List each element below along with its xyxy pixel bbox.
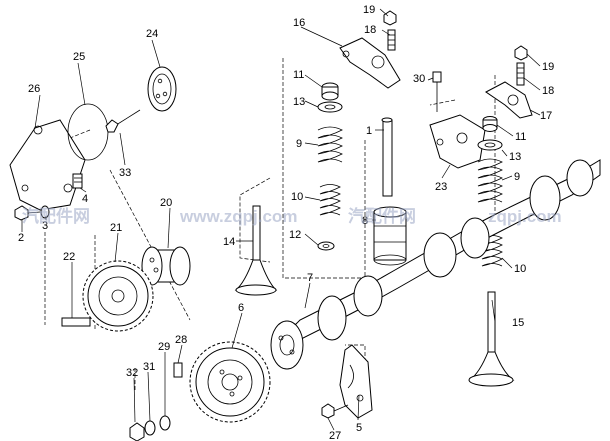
callout-7: 7 <box>307 272 313 284</box>
callout-8: 8 <box>362 215 368 227</box>
callout-3: 3 <box>42 220 48 232</box>
callout-10a: 10 <box>291 191 303 203</box>
part-nut-19a <box>383 10 397 26</box>
callout-14: 14 <box>223 236 235 248</box>
part-adjust-screw-18b <box>516 62 525 86</box>
callout-21: 21 <box>110 222 122 234</box>
callout-30: 30 <box>413 73 425 85</box>
callout-13b: 13 <box>509 151 521 163</box>
callout-9b: 9 <box>514 171 520 183</box>
part-push-rod <box>381 117 393 197</box>
callout-11a: 11 <box>293 69 304 81</box>
callout-17: 17 <box>540 110 552 122</box>
part-intake-valve <box>234 205 278 296</box>
part-bracket-plate <box>9 119 86 211</box>
part-adjust-screw-18a <box>387 29 396 51</box>
part-dowel-28 <box>173 362 183 378</box>
callout-22: 22 <box>63 251 75 263</box>
watermark-right-cn: 汽配件网 <box>348 206 416 226</box>
part-bolt-30 <box>432 71 442 112</box>
leader-lines <box>21 8 541 431</box>
part-exhaust-valve <box>468 291 515 387</box>
part-spring-seat-12 <box>317 241 335 251</box>
callout-25: 25 <box>73 51 85 63</box>
watermark-right-url: zqpj.com <box>488 207 562 226</box>
callout-11b: 11 <box>515 131 526 143</box>
part-thrust-plate <box>339 344 373 419</box>
watermark-center: www.zqpj.com <box>179 207 297 226</box>
part-rocker-support <box>429 114 486 169</box>
callout-10b: 10 <box>514 263 526 275</box>
callout-4: 4 <box>82 193 88 205</box>
part-nut-19b <box>514 45 528 61</box>
callout-26: 26 <box>28 83 40 95</box>
part-bolt-32 <box>129 422 145 441</box>
callout-20: 20 <box>160 197 172 209</box>
watermark-left: 汽配件网 <box>22 206 90 226</box>
callout-24: 24 <box>146 28 158 40</box>
part-washer-31 <box>144 420 156 436</box>
callout-28: 28 <box>175 334 187 346</box>
part-valve-spring-9a <box>317 126 343 163</box>
part-cover-plate <box>147 66 177 112</box>
part-idler-gear <box>82 260 154 332</box>
part-washer-29 <box>159 415 171 431</box>
part-valve-spring-10a <box>319 184 341 216</box>
callout-23: 23 <box>435 181 447 193</box>
callout-labels: 26 25 24 33 2 3 4 20 21 22 6 28 29 31 32… <box>18 4 554 441</box>
callout-29: 29 <box>158 341 170 353</box>
callout-27: 27 <box>329 430 341 441</box>
part-washer-3 <box>40 205 50 219</box>
part-spring-retainer-13a <box>317 101 343 113</box>
part-camshaft-gear <box>189 341 271 423</box>
part-o-ring <box>67 103 109 161</box>
part-rocker-arm-left <box>339 37 401 89</box>
callout-19a: 19 <box>363 4 375 16</box>
part-valve-spring-9b <box>477 158 503 203</box>
part-valve-cap-11a <box>321 82 339 101</box>
part-valve-cap-11b <box>482 116 498 132</box>
part-stud-4 <box>72 173 83 189</box>
part-long-bolt <box>105 109 141 133</box>
callout-2: 2 <box>18 232 24 244</box>
callout-19b: 19 <box>542 61 554 73</box>
callout-12: 12 <box>289 229 301 241</box>
callout-18b: 18 <box>542 85 554 97</box>
callout-15: 15 <box>512 317 524 329</box>
part-tappet <box>373 206 407 266</box>
callout-1: 1 <box>366 125 372 137</box>
callout-18a: 18 <box>364 24 376 36</box>
part-gear-hub <box>141 246 191 286</box>
callout-32: 32 <box>126 367 138 379</box>
part-camshaft <box>270 159 601 370</box>
callout-31: 31 <box>143 361 155 373</box>
part-spring-retainer-13b <box>477 139 503 151</box>
callout-13a: 13 <box>293 96 305 108</box>
watermark: 汽配件网 www.zqpj.com 汽配件网 zqpj.com <box>22 206 562 226</box>
part-small-bolt-2 <box>14 205 41 221</box>
callout-6: 6 <box>238 302 244 314</box>
callout-5: 5 <box>356 422 362 434</box>
callout-16: 16 <box>293 17 305 29</box>
callout-33: 33 <box>119 167 131 179</box>
part-idler-shaft-pin <box>61 317 91 327</box>
callout-9a: 9 <box>296 138 302 150</box>
part-rocker-arm-right <box>485 81 533 119</box>
part-bolt-27 <box>321 403 349 419</box>
part-valve-spring-10b <box>481 235 503 267</box>
